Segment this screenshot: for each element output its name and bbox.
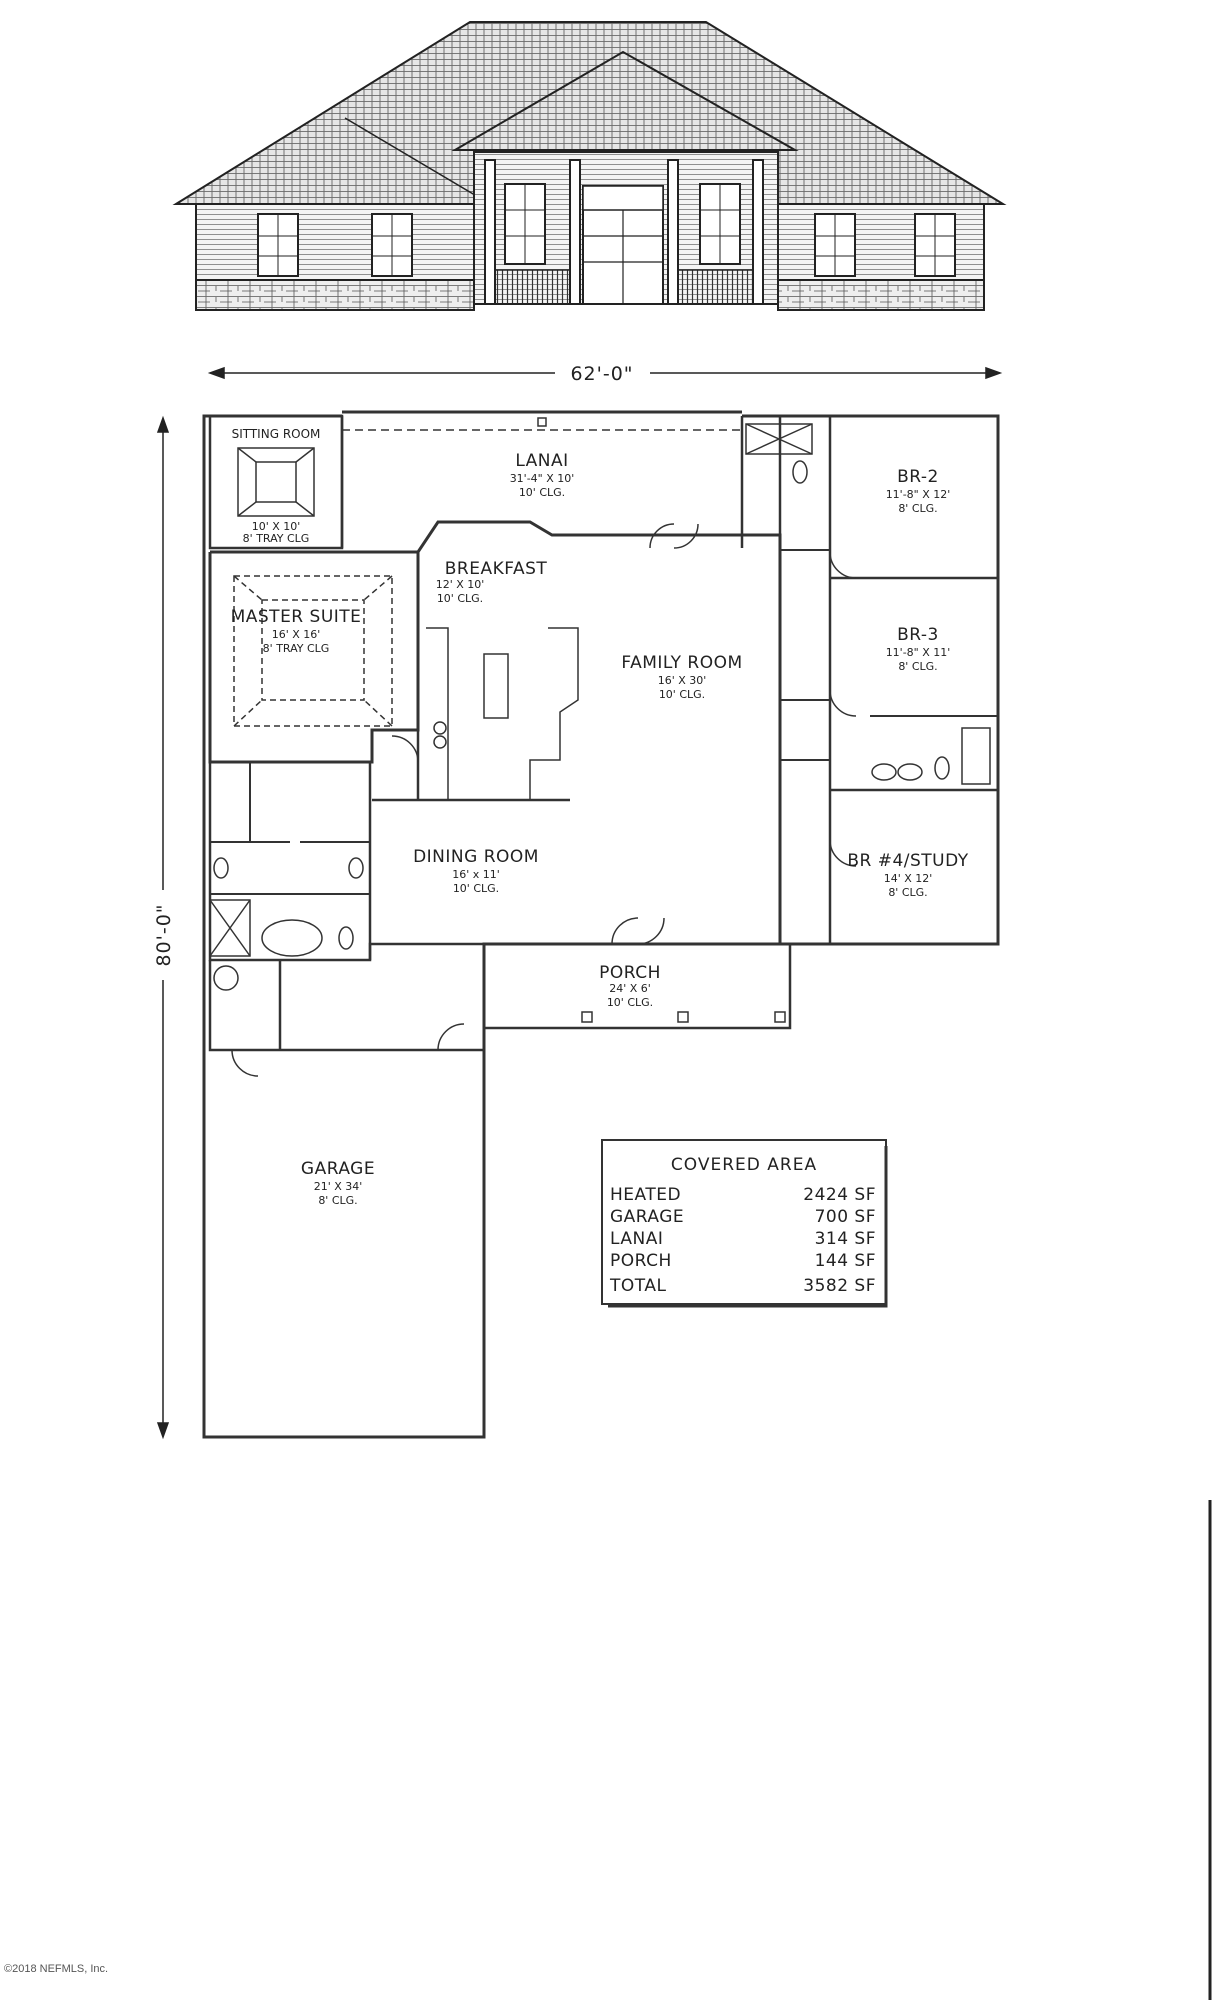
room-dining-room: DINING ROOM 16' x 11' 10' CLG. [413,847,539,895]
area-row-label: TOTAL [609,1276,666,1296]
svg-text:8' TRAY CLG: 8' TRAY CLG [243,532,310,545]
room-sitting-room: SITTING ROOM 10' X 10' 8' TRAY CLG [232,427,321,545]
room-breakfast: BREAKFAST 12' X 10' 10' CLG. [436,559,548,605]
width-dimension-label: 62'-0" [570,363,633,385]
covered-area-rows: HEATED 2424 SF GARAGE 700 SF LANAI 314 S… [609,1185,876,1296]
svg-text:10' CLG.: 10' CLG. [437,592,483,605]
covered-area-title: COVERED AREA [671,1155,817,1175]
sitting-room-walls [208,414,344,550]
svg-text:10' CLG.: 10' CLG. [659,688,705,701]
copyright-notice: ©2018 NEFMLS, Inc. [4,1963,109,1975]
area-row-value: 700 SF [815,1207,876,1227]
svg-text:GARAGE: GARAGE [301,1159,375,1179]
room-br-3: BR-3 11'-8" X 11' 8' CLG. [886,625,951,673]
svg-text:16' x 11': 16' x 11' [452,868,500,881]
svg-text:10' CLG.: 10' CLG. [607,996,653,1009]
toilet [338,926,354,950]
svg-text:24' X 6': 24' X 6' [609,982,651,995]
svg-text:BR-3: BR-3 [897,625,939,645]
area-row-label: HEATED [610,1185,681,1205]
front-elevation [172,21,1007,311]
room-garage: GARAGE 21' X 34' 8' CLG. [301,1159,375,1207]
room-family-room: FAMILY ROOM 16' X 30' 10' CLG. [621,653,742,701]
room-br-2: BR-2 11'-8" X 12' 8' CLG. [886,467,951,515]
svg-text:MASTER SUITE: MASTER SUITE [231,607,362,627]
room-master-suite: MASTER SUITE 16' X 16' 8' TRAY CLG [231,607,362,655]
porch-outline [482,944,792,1030]
svg-text:10' X 10': 10' X 10' [252,520,301,533]
area-row-value: 144 SF [815,1251,876,1271]
svg-text:10' CLG.: 10' CLG. [453,882,499,895]
bathtub [261,919,323,957]
svg-text:16' X 16': 16' X 16' [272,628,321,641]
area-row-label: GARAGE [610,1207,684,1227]
area-row-value: 3582 SF [803,1276,876,1296]
floor-plan [202,410,1000,1439]
column [752,159,764,305]
svg-text:PORCH: PORCH [599,963,661,983]
svg-text:11'-8" X 12': 11'-8" X 12' [886,488,951,501]
svg-text:10' CLG.: 10' CLG. [519,486,565,499]
svg-text:FAMILY ROOM: FAMILY ROOM [621,653,742,673]
railing [677,269,754,305]
room-lanai: LANAI 31'-4" X 10' 10' CLG. [510,451,575,499]
svg-text:8' CLG.: 8' CLG. [898,660,937,673]
svg-text:31'-4" X 10': 31'-4" X 10' [510,472,575,485]
svg-text:BREAKFAST: BREAKFAST [445,559,548,579]
svg-text:21' X 34': 21' X 34' [314,1180,363,1193]
area-row-value: 2424 SF [803,1185,876,1205]
room-porch: PORCH 24' X 6' 10' CLG. [599,963,661,1009]
depth-dimension-line [156,415,170,1440]
svg-text:8' TRAY CLG: 8' TRAY CLG [263,642,330,655]
area-row-value: 314 SF [815,1229,876,1249]
svg-text:8' CLG.: 8' CLG. [898,502,937,515]
toilet [934,756,950,780]
column [667,159,679,305]
svg-text:8' CLG.: 8' CLG. [318,1194,357,1207]
column [569,159,581,305]
svg-text:LANAI: LANAI [515,451,568,471]
room-br-4-study: BR #4/STUDY 14' X 12' 8' CLG. [847,851,968,899]
area-row-label: PORCH [610,1251,672,1271]
covered-area-table: COVERED AREA HEATED 2424 SF GARAGE 700 S… [601,1139,888,1308]
svg-text:16' X 30': 16' X 30' [658,674,707,687]
svg-text:14' X 12': 14' X 12' [884,872,933,885]
railing [494,269,571,305]
fixtures [209,417,991,1077]
svg-text:8' CLG.: 8' CLG. [888,886,927,899]
stone-base-right [777,279,985,311]
column [484,159,496,305]
center-gable-roof [451,50,799,151]
svg-text:BR-2: BR-2 [897,467,939,487]
svg-text:DINING ROOM: DINING ROOM [413,847,539,867]
left-wing-wall [195,203,475,281]
svg-text:12' X 10': 12' X 10' [436,578,485,591]
depth-dimension-label: 80'-0" [153,903,175,966]
transom [582,185,664,211]
area-row-label: LANAI [610,1229,663,1249]
svg-text:SITTING ROOM: SITTING ROOM [232,427,321,441]
stone-base-left [195,279,475,311]
width-dimension-line [207,366,1003,380]
svg-text:BR #4/STUDY: BR #4/STUDY [847,851,968,871]
kitchen-island [483,653,509,719]
toilet [792,460,808,484]
svg-text:11'-8" X 11': 11'-8" X 11' [886,646,951,659]
